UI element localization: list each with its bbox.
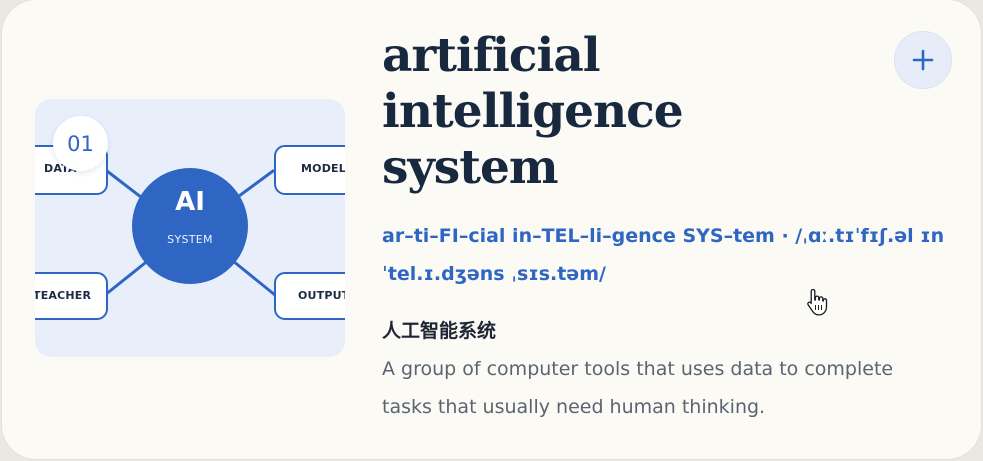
- hub-title: AI: [175, 187, 205, 217]
- plus-icon: [912, 49, 934, 71]
- node-output-box: [274, 272, 345, 320]
- index-badge: 01: [53, 116, 108, 171]
- node-model-box: [274, 145, 345, 195]
- node-label-model: MODEL: [301, 162, 345, 175]
- hub-subtitle: SYSTEM: [167, 233, 213, 246]
- connector-teacher: [103, 257, 152, 297]
- node-teacher-box: [35, 272, 108, 320]
- node-label-output: OUTPUT: [298, 289, 345, 302]
- diagram-graphic: [35, 145, 345, 320]
- hand-pointer-icon: [806, 287, 828, 322]
- translation: 人工智能系统: [382, 320, 497, 342]
- hub-circle: [132, 168, 248, 284]
- add-button[interactable]: [894, 31, 952, 89]
- definition: A group of computer tools that uses data…: [382, 358, 894, 418]
- pronunciation: ar–ti–FI–cial in–TEL–li–gence SYS–tem · …: [382, 225, 945, 285]
- concept-diagram: DATA MODEL TEACHER OUTPUT AI SYSTEM 01: [35, 99, 345, 357]
- node-label-teacher: TEACHER: [35, 289, 92, 302]
- connector-model: [233, 169, 275, 201]
- connector-output: [231, 259, 277, 297]
- term-title: artificial intelligence system: [382, 28, 684, 195]
